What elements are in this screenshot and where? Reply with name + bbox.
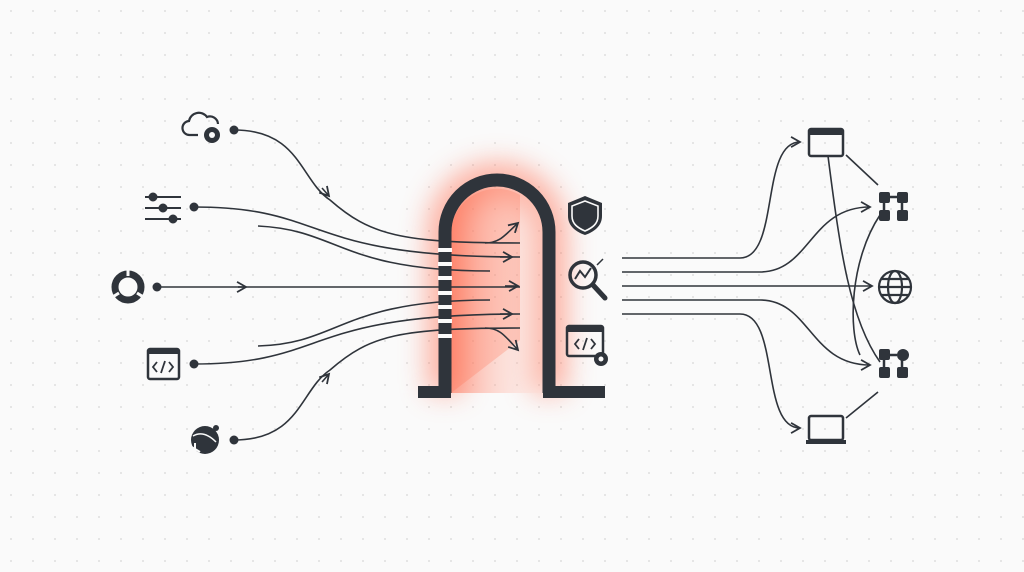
globe-icon xyxy=(877,269,913,305)
network-nodes-icon xyxy=(879,192,908,221)
arch-gateway-icon xyxy=(418,173,605,398)
ring-logo-icon xyxy=(110,266,146,304)
flow-line xyxy=(233,327,521,441)
network-nodes-icon xyxy=(879,349,909,378)
browser-code-icon xyxy=(146,347,181,381)
code-settings-icon xyxy=(565,324,608,366)
outgoing-flows xyxy=(622,136,881,434)
satellite-icon xyxy=(189,425,219,455)
source-dots xyxy=(152,125,239,445)
sliders-icon xyxy=(145,192,181,224)
monitor-icon xyxy=(806,414,846,444)
browser-window-icon xyxy=(807,127,845,158)
cloud-gear-icon xyxy=(181,111,220,143)
flow-line xyxy=(233,129,521,244)
analytics-search-icon xyxy=(568,258,608,301)
gateway-slots xyxy=(438,248,452,338)
shield-icon xyxy=(568,196,602,235)
